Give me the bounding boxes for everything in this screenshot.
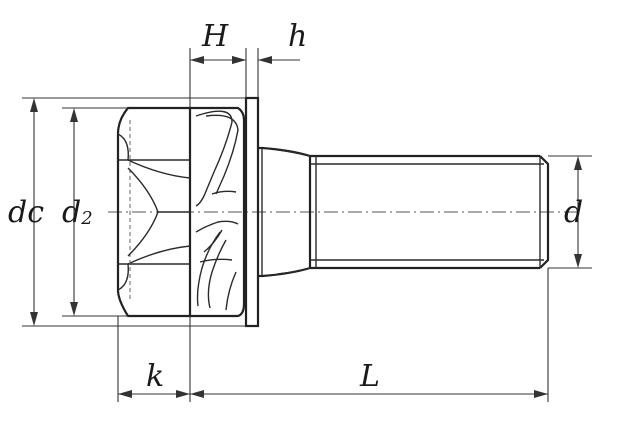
label-L: L <box>359 359 380 394</box>
flat-washer <box>244 96 260 328</box>
label-k: k <box>146 359 164 394</box>
extension-lines <box>22 48 592 402</box>
dimension-h <box>232 56 300 64</box>
dimension-d2 <box>70 108 78 316</box>
dimension-d <box>574 156 582 268</box>
spring-washer <box>190 106 246 318</box>
label-d2-sub: 2 <box>80 208 92 229</box>
dimension-k <box>118 390 190 398</box>
label-h: h <box>288 19 307 54</box>
label-d: d <box>564 195 583 230</box>
label-d2: d2 <box>62 195 93 230</box>
label-H: H <box>201 19 229 54</box>
label-d2-main: d <box>62 195 81 230</box>
dimension-dc <box>30 98 38 326</box>
dimension-L <box>190 390 548 398</box>
label-dc: dc <box>8 195 44 230</box>
hex-head <box>116 106 192 318</box>
bolt-shank <box>258 146 550 278</box>
